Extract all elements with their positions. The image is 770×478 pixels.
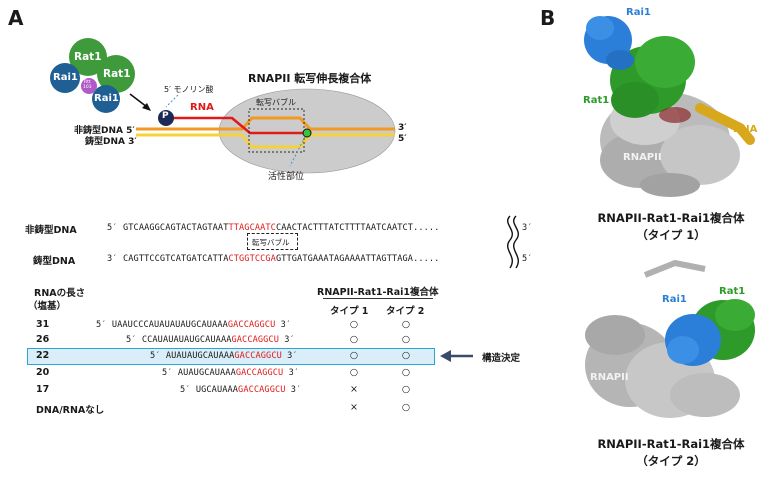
rat1-top-circle (69, 38, 107, 76)
nontemplate-strand (136, 116, 395, 131)
nontemplate-label: 非鋳型DNA 5′ (74, 126, 135, 136)
seq-bubble-box (247, 233, 298, 250)
row-type2: ○ (401, 367, 411, 378)
highlight-row-22 (27, 348, 435, 365)
template-strand (136, 133, 395, 149)
row-type2: ○ (401, 402, 411, 413)
row-seq: 5′ AUAUAUGCAUAAAGACCAGGCU 3′ (150, 351, 298, 361)
row-len: 26 (36, 334, 50, 345)
structure-type2-render (585, 259, 755, 418)
seq-nt-pre: GTCAAGGCAGTACTAGTAAT (123, 223, 229, 233)
phosphate-circle (158, 110, 174, 126)
active-site-marker (302, 128, 312, 138)
rtt103-circle (81, 78, 97, 94)
rai1-bottom-circle (92, 85, 120, 113)
rat1-top-label: Rat1 (74, 51, 102, 63)
row-seq: 5′ UGCAUAAAGACCAGGCU 3′ (180, 385, 302, 395)
template-label: 鋳型DNA 3′ (85, 137, 137, 147)
length-header-1: RNAの長さ (34, 288, 86, 299)
row-len: 17 (36, 384, 50, 395)
seq-bubble-label: 転写バブル (252, 238, 290, 247)
end-3-label: 3′ (398, 123, 407, 133)
row-type2: ○ (401, 350, 411, 361)
t2-rnapii-label: RNAPII (590, 372, 629, 383)
row-len: DNA/RNAなし (36, 405, 105, 416)
t1-rnapii-label: RNAPII (623, 152, 662, 163)
t1-caption-2: （タイプ 1） (636, 228, 706, 242)
row-type2: ○ (401, 319, 411, 330)
transcription-complex-schematic (50, 38, 396, 174)
rna-strand (168, 116, 305, 135)
rai1-left-circle (50, 63, 80, 93)
t2-rat1-label: Rat1 (719, 286, 746, 297)
row-type2: ○ (401, 384, 411, 395)
row-type1: ○ (349, 319, 359, 330)
structure-type1-render (584, 16, 755, 197)
t1-rat1-label: Rat1 (583, 95, 610, 106)
rai1-left-label: Rai1 (53, 72, 78, 83)
seq-nt-5: 5′ (107, 223, 118, 233)
t2-rai1-label: Rai1 (662, 294, 687, 305)
phosphate-symbol: P (162, 111, 169, 121)
seq-nt-post: CAACTACTTTATCTTTTAATCAATCT..... (275, 223, 440, 233)
type1-header: タイプ 1 (330, 306, 369, 317)
length-header-2: （塩基） (28, 301, 67, 312)
rat1-right-circle (97, 55, 135, 93)
seq-t-pre: CAGTTCCGTCATGATCATTA (123, 254, 229, 264)
seq-break-mark (507, 215, 519, 269)
rna-label: RNA (190, 102, 214, 113)
seq-t-3: 3′ (107, 254, 118, 264)
seq-t-post: GTTGATGAAATAGAAAATTAGTTAGA..... (275, 254, 440, 264)
row-type1: ○ (349, 350, 359, 361)
row-type2: ○ (401, 334, 411, 345)
seq-t-red: CTGGTCCGA (228, 254, 276, 264)
row-len: 22 (36, 350, 50, 361)
row-len: 20 (36, 367, 50, 378)
row-seq: 5′ AUAUGCAUAAAGACCAGGCU 3′ (162, 368, 300, 378)
row-type1: × (350, 402, 358, 413)
row-type1: ○ (349, 334, 359, 345)
row-type1: ○ (349, 367, 359, 378)
t1-caption-1: RNAPII-Rat1-Rai1複合体 (597, 211, 745, 225)
rai1-bottom-label: Rai1 (94, 93, 119, 104)
panel-a-letter: A (8, 6, 24, 30)
t2-caption-1: RNAPII-Rat1-Rai1複合体 (597, 437, 745, 451)
row-type1: × (350, 384, 358, 395)
complex-title: RNAPII 転写伸長複合体 (248, 72, 372, 85)
seq-nt-3: 3′ (522, 223, 533, 233)
seq-t-5: 5′ (522, 254, 533, 264)
seq-t-line: CAGTTCCGTCATGATCATTACTGGTCCGAGTTGATGAAAT… (123, 254, 439, 264)
row-seq: 5′ CCAUAUAUAUGCAUAAAGACCAGGCU 3′ (126, 335, 295, 345)
complex-header: RNAPII-Rat1-Rai1複合体 (317, 287, 439, 298)
complex-header-rule (323, 298, 433, 299)
panel-b-letter: B (540, 6, 556, 30)
type2-header: タイプ 2 (386, 306, 425, 317)
structure-label: 構造決定 (482, 353, 521, 364)
end-5-label: 5′ (398, 134, 407, 144)
t1-dna-label: DNA (733, 124, 758, 135)
seq-nt-line: GTCAAGGCAGTACTAGTAATTTAGCAATCCAACTACTTTA… (123, 223, 439, 233)
rtt103-label: Rtt 103 (83, 80, 92, 90)
seq-template-name: 鋳型DNA (33, 256, 76, 267)
row-len: 31 (36, 319, 50, 330)
bubble-label: 転写バブル (256, 98, 296, 107)
row-seq: 5′ UAAUCCCAUAUAUAUGCAUAAAGACCAGGCU 3′ (96, 320, 292, 330)
active-site-label: 活性部位 (268, 172, 305, 182)
phosphate-label: 5′ モノリン酸 (164, 85, 214, 94)
seq-nontemplate-name: 非鋳型DNA (25, 225, 77, 236)
t1-rai1-label: Rai1 (626, 7, 651, 18)
structure-arrow (440, 350, 473, 362)
rat1-right-label: Rat1 (103, 68, 131, 80)
seq-nt-red: TTAGCAATC (228, 223, 276, 233)
t2-caption-2: （タイプ 2） (636, 454, 706, 468)
